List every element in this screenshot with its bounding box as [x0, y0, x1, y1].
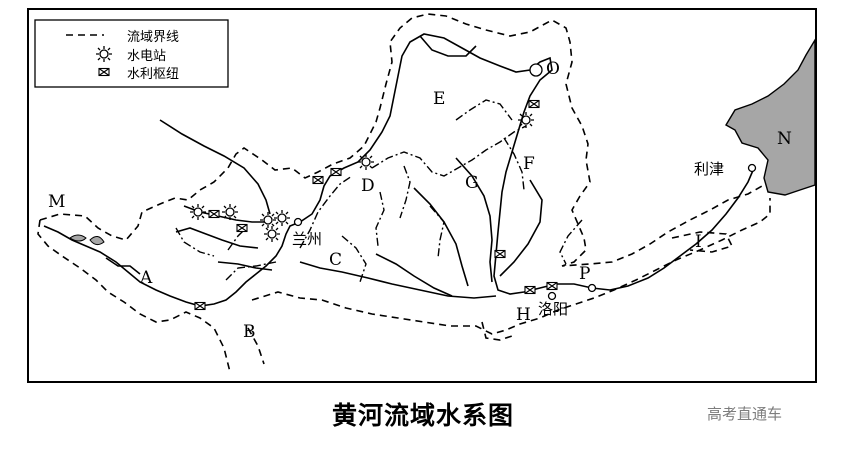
- water-hub-icon: [524, 285, 536, 295]
- water-hub-icon: [194, 301, 206, 311]
- tributary-east: [499, 179, 543, 277]
- hydropower-stations: [190, 112, 534, 242]
- label-f: F: [523, 154, 535, 174]
- tributary-north-loop: [419, 35, 477, 57]
- water-hub-icon: [236, 223, 248, 233]
- city-label-lanzhou: 兰州: [292, 230, 323, 248]
- label-e: E: [433, 89, 446, 109]
- lijin-marker: [747, 163, 757, 173]
- legend-label-hydropower: 水电站: [127, 49, 167, 64]
- tributary-upper: [217, 261, 273, 271]
- tributary-fenhe: [455, 157, 493, 283]
- label-c: C: [329, 250, 343, 270]
- lanzhou-marker: [293, 217, 303, 227]
- water-hub-icon: [494, 249, 506, 259]
- sea-area: [725, 37, 816, 196]
- city-markers: [293, 63, 757, 301]
- hydropower-station-icon: [222, 204, 238, 220]
- water-hub-icon: [208, 209, 220, 219]
- map-frame: [27, 8, 817, 383]
- legend-box: [34, 19, 229, 88]
- tributary-jinghe: [375, 253, 453, 297]
- legend-label-water-hub: 水利枢纽: [127, 67, 180, 82]
- luoyang-marker: [547, 291, 557, 301]
- hydropower-station-icon: [260, 212, 276, 228]
- label-d: D: [361, 176, 375, 196]
- tributary-weihe: [299, 261, 497, 299]
- hydropower-station-icon: [274, 210, 290, 226]
- label-a: A: [140, 268, 153, 288]
- water-hubs: [194, 99, 558, 311]
- label-i: I: [695, 232, 702, 252]
- label-h: H: [516, 305, 531, 325]
- legend-hydropower-icon: [96, 46, 112, 62]
- label-n: N: [777, 129, 792, 149]
- label-p: P: [579, 264, 591, 284]
- tributary-wuding: [413, 187, 469, 287]
- label-g: G: [465, 173, 479, 193]
- tributary-taohe: [159, 119, 271, 215]
- secondary-boundaries: [175, 99, 583, 283]
- city-label-luoyang: 洛阳: [538, 300, 569, 318]
- hydropower-station-icon: [518, 112, 534, 128]
- hydropower-station-icon: [264, 226, 280, 242]
- map-title: 黄河流域水系图: [331, 401, 514, 430]
- label-b: B: [243, 322, 256, 342]
- point-p-marker: [587, 283, 597, 293]
- legend-label-boundary: 流域界线: [127, 30, 180, 45]
- hydropower-station-icon: [358, 154, 374, 170]
- source-lakes: [69, 234, 105, 246]
- river-network: [43, 33, 755, 307]
- tributary-west: [105, 257, 141, 275]
- city-label-lijin: 利津: [694, 160, 725, 178]
- tributary-daxia: [175, 227, 259, 249]
- yellow-river-main: [43, 33, 755, 307]
- point-o-marker: [529, 63, 543, 77]
- basin-boundary: [37, 13, 771, 373]
- water-hub-icon: [330, 167, 342, 177]
- watermark: 高考直通车: [707, 405, 783, 423]
- hydropower-station-icon: [190, 204, 206, 220]
- label-m: M: [48, 192, 66, 212]
- water-hub-icon: [546, 281, 558, 291]
- label-o: O: [546, 59, 560, 79]
- water-hub-icon: [312, 175, 324, 185]
- legend-water-hub-icon: [98, 67, 110, 77]
- water-hub-icon: [528, 99, 540, 109]
